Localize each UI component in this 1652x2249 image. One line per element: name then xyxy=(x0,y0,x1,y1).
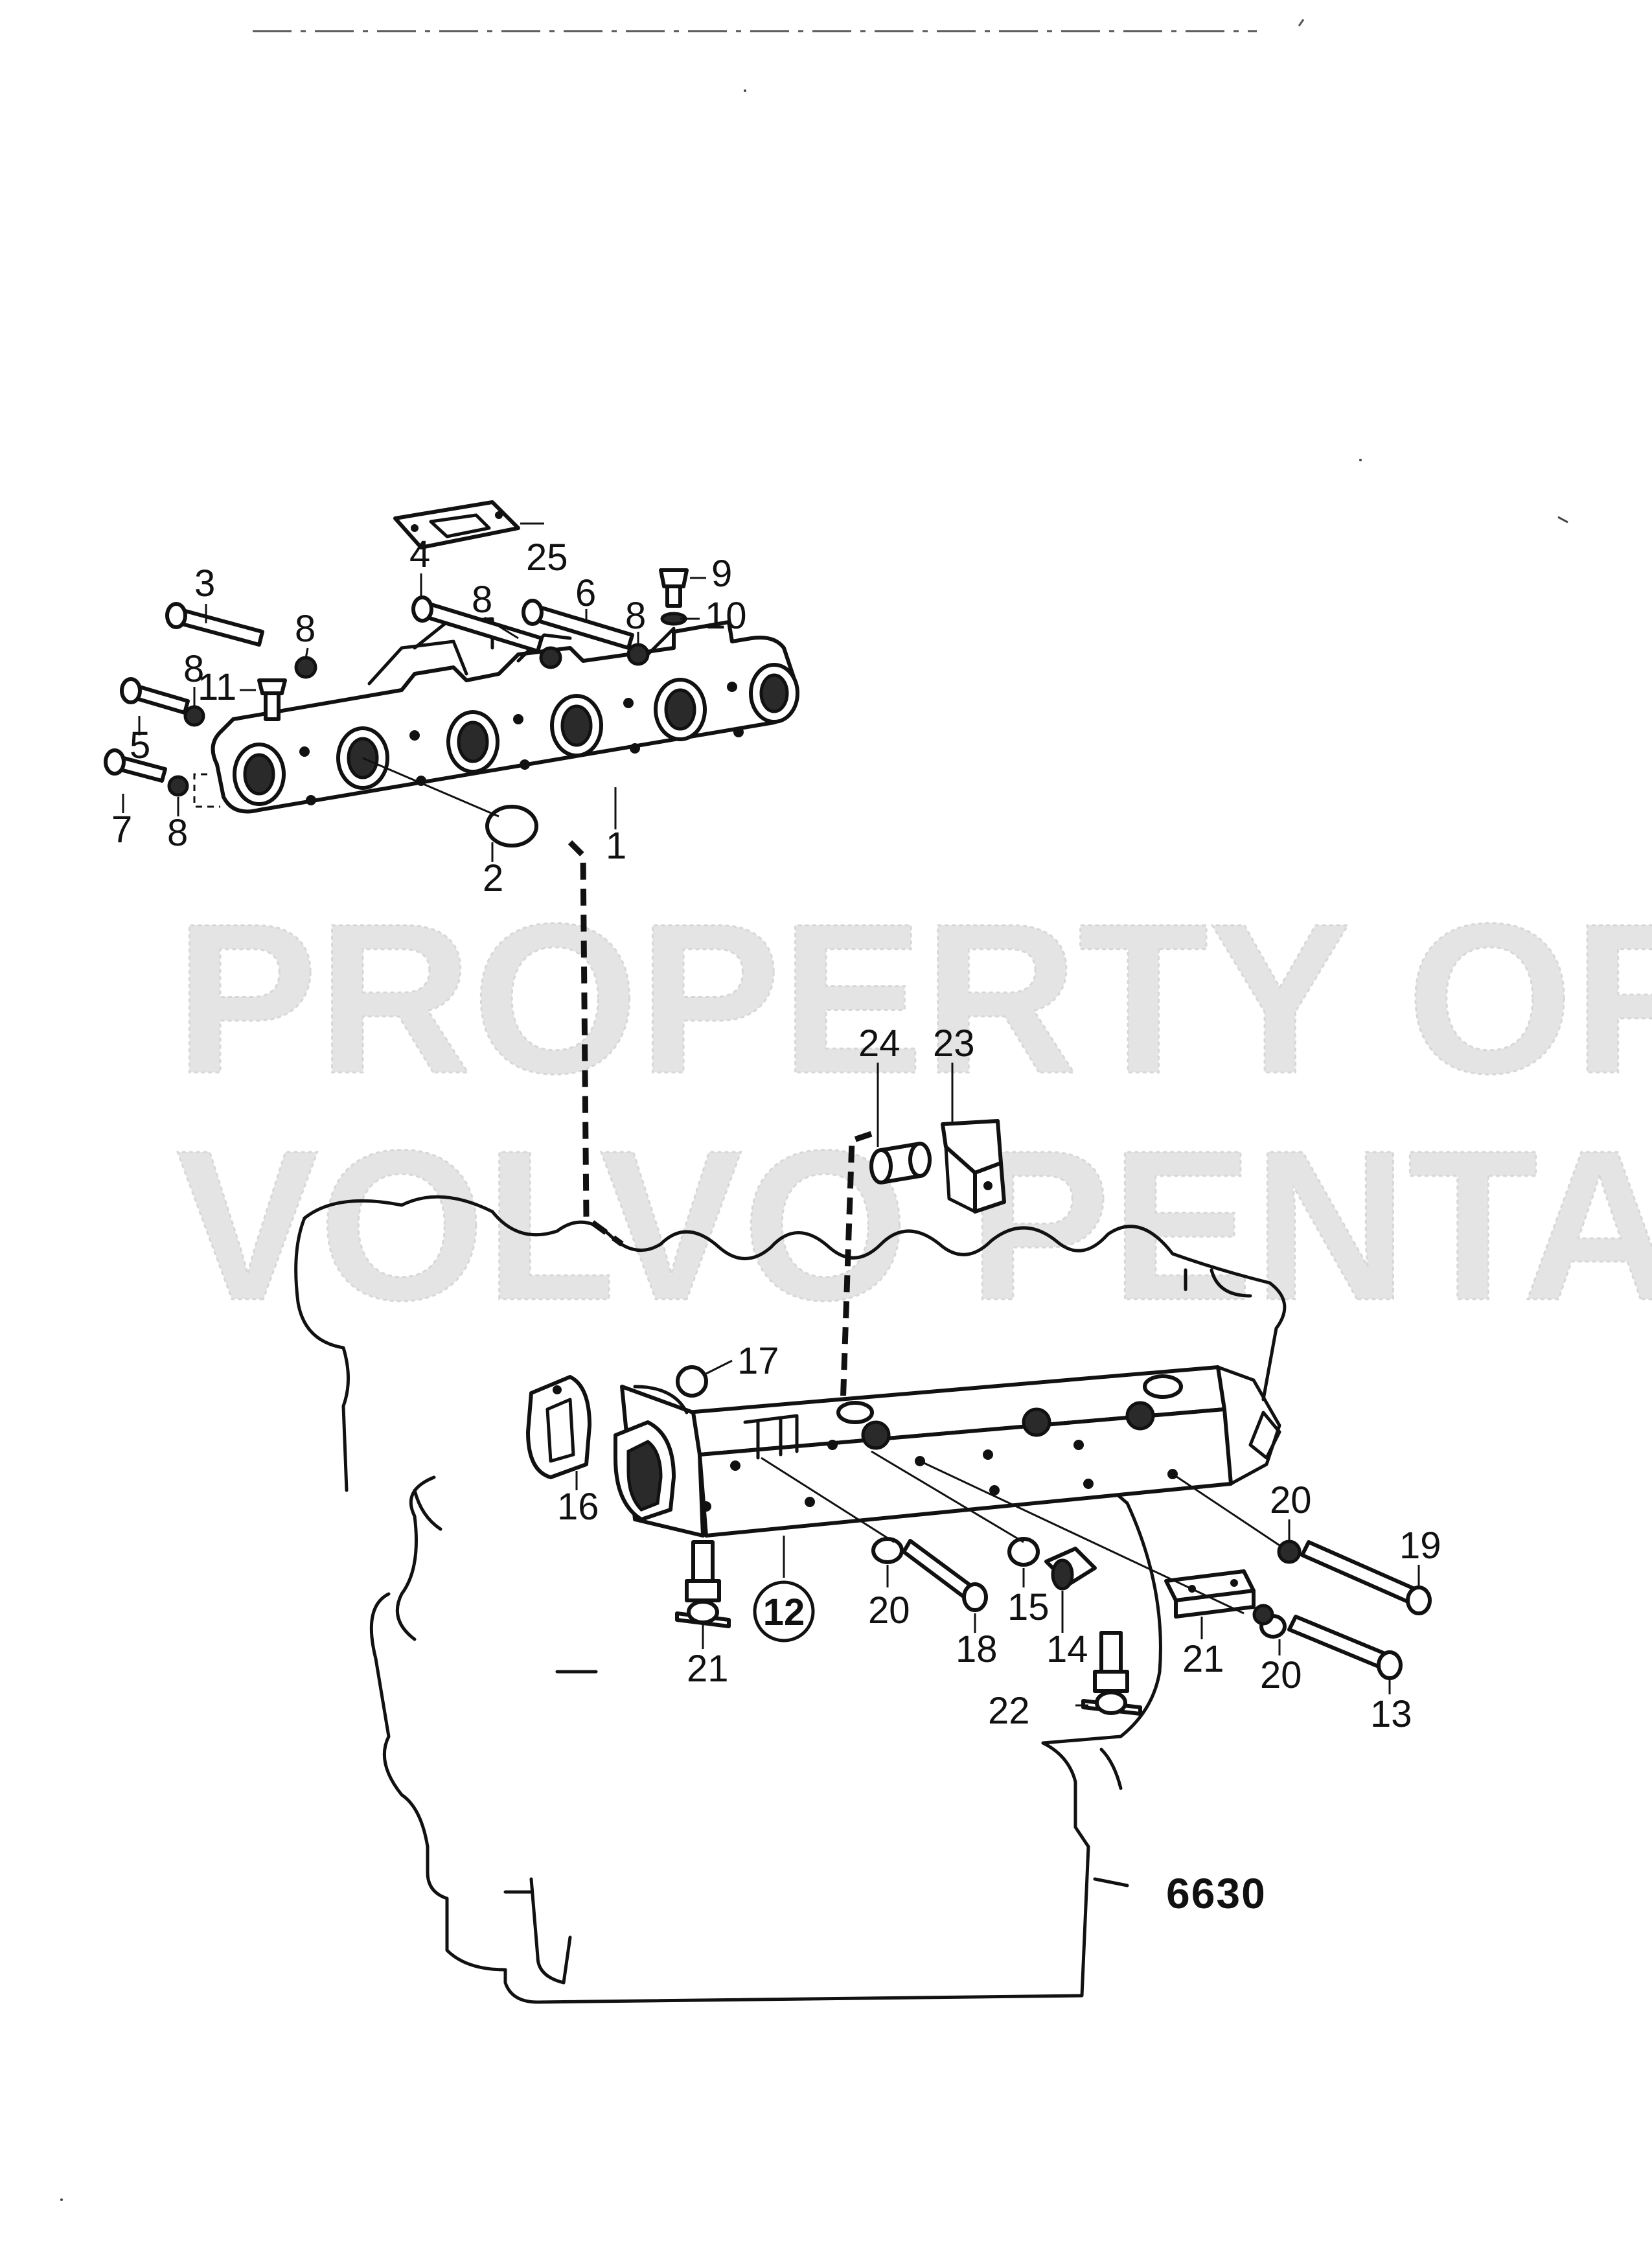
callout-11: 11 xyxy=(198,666,236,708)
callout-20: 20 xyxy=(1270,1479,1312,1521)
manifold-bolt-holes xyxy=(299,682,744,805)
callout-10: 10 xyxy=(705,595,747,637)
callout-9: 9 xyxy=(711,553,732,595)
watermark-line-1: PROPERTY OF xyxy=(175,879,1652,1118)
callout-20: 20 xyxy=(868,1589,910,1632)
engine-block xyxy=(294,1195,1287,2004)
callout-17: 18 xyxy=(956,1628,998,1670)
lower-manifold xyxy=(614,1365,1281,1538)
callout-20: 20 xyxy=(1260,1654,1302,1696)
callout-8: 8 xyxy=(183,648,204,690)
callout-12: 12 xyxy=(763,1591,805,1633)
callout-22: 21 xyxy=(1182,1638,1224,1680)
callout-13: 14 xyxy=(1046,1628,1088,1670)
manifold-ports xyxy=(233,663,799,806)
callout-21: 21 xyxy=(687,1648,729,1690)
callout-8: 8 xyxy=(295,608,315,650)
bracket-and-sleeve xyxy=(869,1119,1006,1214)
watermark: PROPERTY OF VOLVO PENTA xyxy=(174,878,1652,1346)
callout-6: 6 xyxy=(575,572,596,614)
callout-21: 22 xyxy=(988,1690,1030,1732)
callout-3: 3 xyxy=(194,562,215,605)
callout-19: 19 xyxy=(1399,1525,1441,1567)
callout-labels: 3 8 4 25 8 6 8 9 10 11 8 5 7 8 2 1 24 23… xyxy=(111,533,1441,1735)
exhaust-manifold xyxy=(193,617,799,814)
callout-7: 7 xyxy=(111,809,132,851)
callout-8: 8 xyxy=(472,579,492,621)
gasket xyxy=(526,1375,591,1479)
callout-2: 2 xyxy=(483,857,503,899)
callout-23: 23 xyxy=(933,1022,975,1065)
callout-16: 17 xyxy=(737,1340,779,1382)
callout-8: 8 xyxy=(167,812,188,854)
watermark-line-2: VOLVO PENTA xyxy=(176,1105,1652,1344)
callout-8: 8 xyxy=(625,595,646,637)
callout-5: 5 xyxy=(130,724,150,767)
callout-4: 4 xyxy=(409,533,430,575)
callout-14: 15 xyxy=(1007,1586,1050,1628)
callout-24: 24 xyxy=(858,1022,901,1065)
scan-top-rule xyxy=(253,19,1305,32)
callout-25: 25 xyxy=(526,536,568,579)
callout-15: 16 xyxy=(557,1486,599,1528)
figure-number: 6630 xyxy=(1166,1869,1267,1917)
callout-18: 13 xyxy=(1370,1693,1412,1735)
leader-lines xyxy=(122,522,1420,1707)
scan-marks xyxy=(60,89,1568,2201)
callout-12-circle xyxy=(753,1580,815,1643)
lower-fasteners xyxy=(675,1537,1432,1716)
cover-plate xyxy=(393,500,520,549)
callout-1: 1 xyxy=(606,825,626,867)
